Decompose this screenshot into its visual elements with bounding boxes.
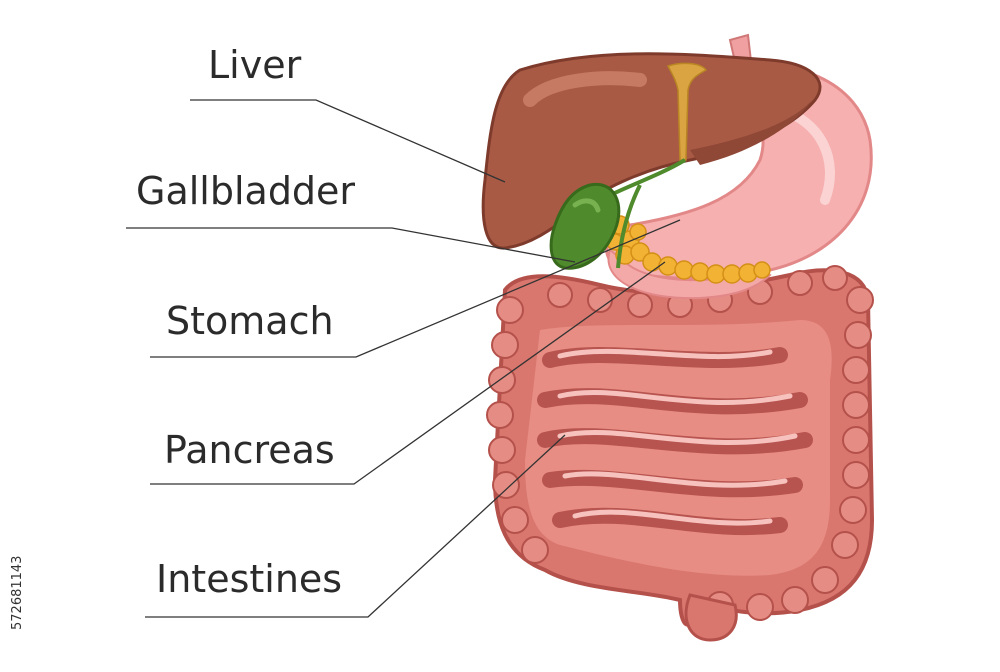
intestines-illustration [486, 265, 875, 642]
large-intestine-bumps [486, 265, 874, 621]
leader-line-gallbladder [126, 227, 576, 263]
leader-line-liver [190, 99, 506, 183]
pancreatic-duct [616, 184, 642, 269]
gallbladder-illustration [549, 158, 687, 270]
leader-lines [126, 99, 681, 618]
gallbladder-label: Gallbladder [136, 169, 356, 213]
intestines-label: Intestines [156, 557, 343, 601]
pancreas-label: Pancreas [164, 428, 335, 472]
stomach-label: Stomach [166, 299, 334, 343]
small-intestine-highlights [557, 348, 798, 526]
stock-image-id: 572681143 [10, 555, 25, 630]
rectum [684, 593, 738, 642]
duodenum [607, 248, 772, 300]
liver-shadow [690, 100, 812, 165]
leader-line-stomach [150, 219, 681, 358]
small-intestine-coils [537, 347, 813, 536]
leader-line-pancreas [150, 261, 666, 485]
gallbladder-highlight [572, 198, 601, 213]
bile-duct [666, 62, 708, 161]
liver-highlight [523, 71, 647, 107]
leader-line-intestines [145, 434, 566, 618]
liver-label: Liver [208, 43, 302, 87]
